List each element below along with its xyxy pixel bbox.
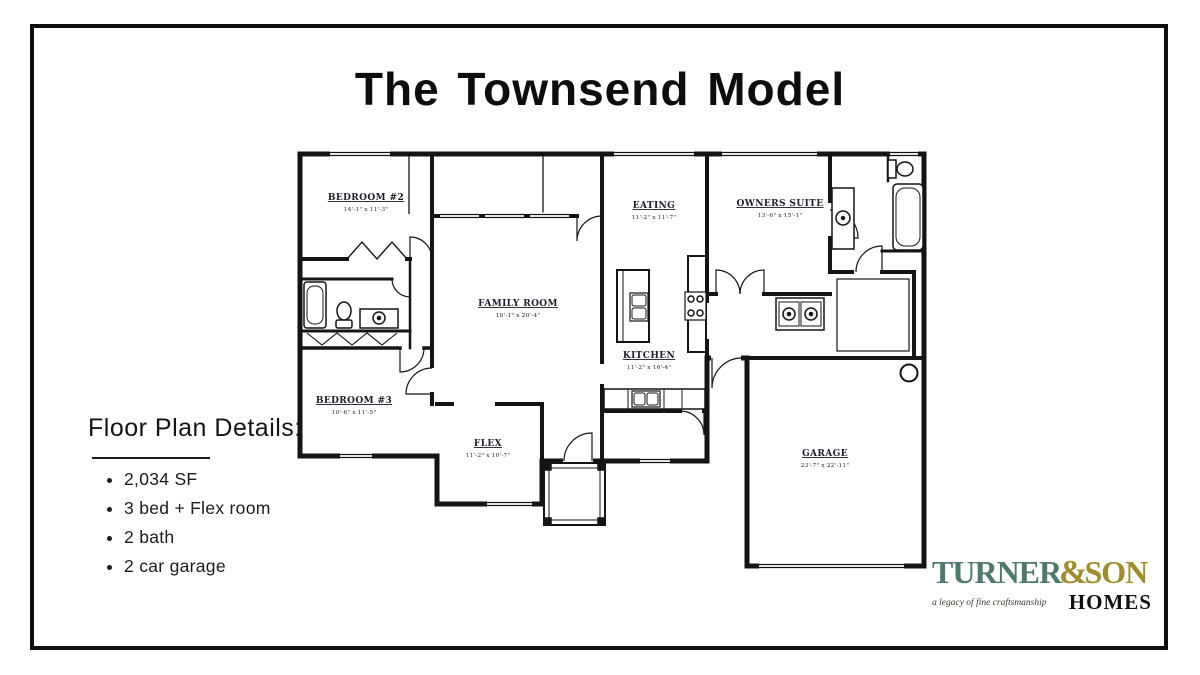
logo-tagline: a legacy of fine craftsmanship xyxy=(932,597,1047,608)
logo-subline: a legacy of fine craftsmanship HOMES xyxy=(932,590,1152,615)
fixtures xyxy=(303,159,924,526)
room-dims-family: 18'-1" x 20'-4" xyxy=(496,313,541,319)
logo-homes: HOMES xyxy=(1068,590,1152,614)
room-label-kitchen: KITCHEN xyxy=(623,351,675,361)
floor-plan-details: Floor Plan Details: 2,034 SF 3 bed + Fle… xyxy=(88,414,358,585)
logo-turner: TURNER xyxy=(932,554,1062,590)
page-border-frame xyxy=(30,24,1168,650)
details-list: 2,034 SF 3 bed + Flex room 2 bath 2 car … xyxy=(88,469,358,577)
detail-item-beds: 3 bed + Flex room xyxy=(124,498,358,519)
details-heading: Floor Plan Details: xyxy=(88,414,302,442)
room-label-bedroom2: BEDROOM #2 xyxy=(328,193,404,203)
floor-plan-drawing: BEDROOM #2 14'-1" x 11'-3" FAMILY ROOM 1… xyxy=(297,150,927,570)
room-label-garage: GARAGE xyxy=(802,449,848,459)
patio-outline xyxy=(408,156,544,214)
room-labels: BEDROOM #2 14'-1" x 11'-3" FAMILY ROOM 1… xyxy=(316,193,850,469)
stove-icon xyxy=(684,291,707,321)
room-label-bedroom3: BEDROOM #3 xyxy=(316,396,392,406)
room-dims-flex: 11'-2" x 10'-7" xyxy=(466,453,511,459)
floor-plan: BEDROOM #2 14'-1" x 11'-3" FAMILY ROOM 1… xyxy=(292,146,940,578)
room-dims-garage: 23'-7" x 22'-11" xyxy=(801,463,850,469)
door-swings xyxy=(306,209,883,462)
room-dims-owners-suite: 13'-6" x 15'-1" xyxy=(758,213,803,219)
logo-wordmark: TURNER&SON xyxy=(932,556,1152,590)
detail-item-baths: 2 bath xyxy=(124,527,358,548)
detail-item-garage: 2 car garage xyxy=(124,556,358,577)
toilet-icon xyxy=(335,319,353,329)
details-underline xyxy=(92,457,210,459)
room-label-eating: EATING xyxy=(633,201,676,211)
room-dims-eating: 11'-2" x 11'-7" xyxy=(632,215,677,221)
closet-icon xyxy=(836,278,910,352)
exterior-walls xyxy=(297,151,927,569)
page-title: The Townsend Model xyxy=(354,63,846,115)
room-label-family: FAMILY ROOM xyxy=(478,299,558,309)
room-dims-kitchen: 11'-2" x 16'-4" xyxy=(627,365,672,371)
builder-logo: TURNER&SON a legacy of fine craftsmanshi… xyxy=(932,556,1152,615)
room-label-flex: FLEX xyxy=(474,439,502,449)
water-heater-icon xyxy=(899,363,919,383)
room-dims-bedroom3: 10'-6" x 11'-5" xyxy=(332,410,377,416)
room-label-owners-suite: OWNERS SUITE xyxy=(736,199,823,209)
logo-son: SON xyxy=(1084,554,1148,590)
logo-ampersand: & xyxy=(1059,554,1087,591)
door-gaps xyxy=(563,354,741,465)
room-dims-bedroom2: 14'-1" x 11'-3" xyxy=(344,207,389,213)
windows xyxy=(330,150,918,570)
detail-item-sqft: 2,034 SF xyxy=(124,469,358,490)
owners-toilet-icon xyxy=(887,159,897,179)
